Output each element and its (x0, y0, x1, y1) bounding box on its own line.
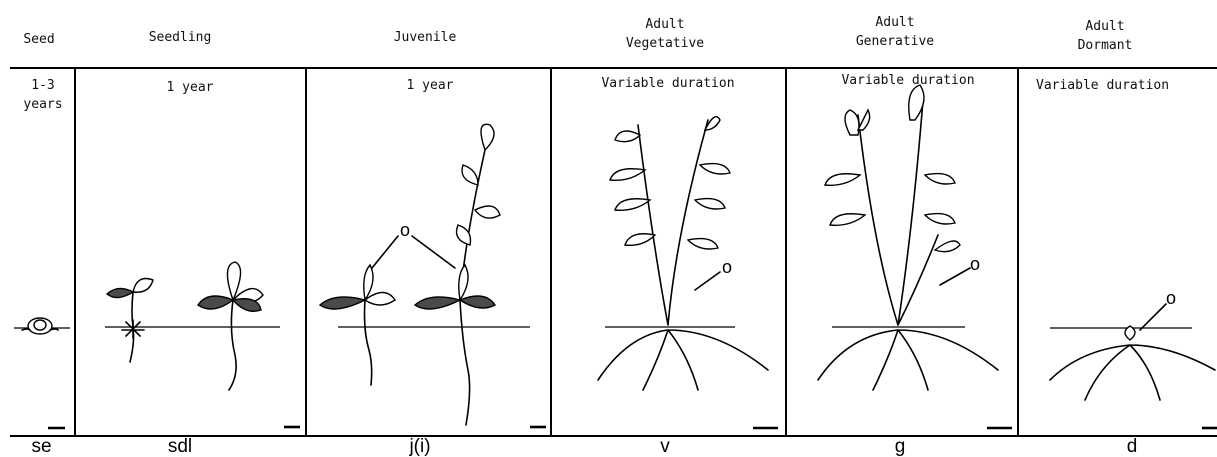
pointer-line-dormant (1140, 304, 1166, 330)
pointer-line-generative (940, 268, 970, 285)
bud-marker-dormant: o (1166, 288, 1176, 308)
pointer-lines-juvenile (372, 236, 455, 268)
pointer-line-vegetative (695, 272, 720, 290)
bud-marker-vegetative: o (722, 257, 732, 277)
seedling-illustration-1 (107, 279, 153, 363)
seed-illustration (22, 318, 58, 334)
vegetative-illustration (598, 117, 768, 390)
generative-illustration (818, 85, 998, 390)
dormant-illustration (1050, 326, 1215, 400)
seedling-illustration-2 (198, 262, 263, 390)
bud-marker-generative: o (970, 254, 980, 274)
juvenile-illustration-1 (320, 265, 395, 385)
juvenile-illustration-2 (415, 124, 500, 425)
bud-marker-juvenile: o (400, 220, 410, 240)
